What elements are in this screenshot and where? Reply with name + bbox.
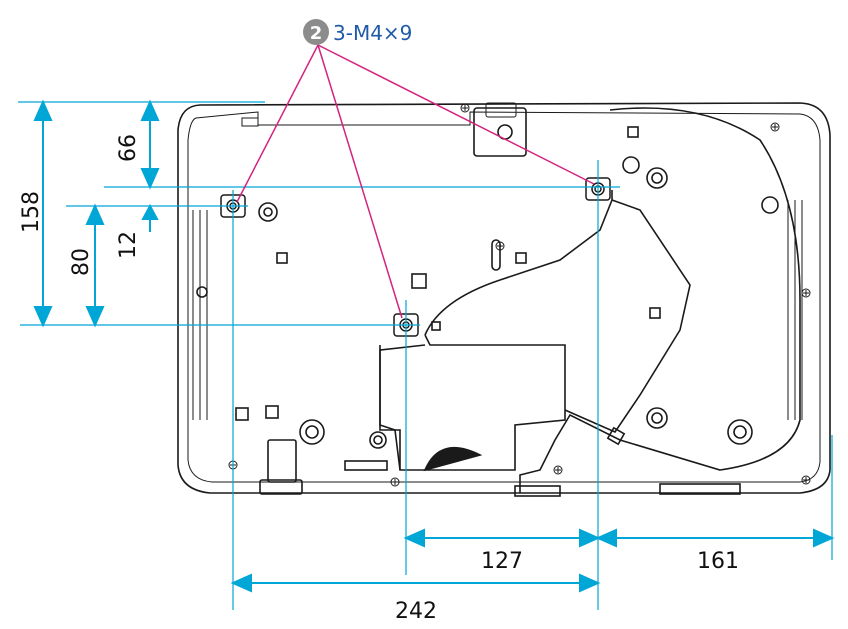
dimension-label-158: 158: [19, 191, 44, 233]
connector-block: [473, 107, 527, 157]
callout-number: 2: [310, 23, 323, 44]
rubber-pad: [369, 431, 387, 449]
rear-foot: [267, 439, 297, 483]
callout-leaders: [236, 44, 595, 319]
dimension-extension-lines: [18, 101, 833, 610]
dimension-label-80: 80: [69, 248, 94, 276]
housing-outline: [177, 102, 831, 494]
dimension-label-66: 66: [116, 134, 141, 162]
filter-cover: [379, 190, 613, 471]
rubber-pad: [727, 419, 753, 445]
dimension-arrows: [33, 99, 835, 593]
rubber-pad: [646, 167, 668, 189]
callout-label: 3-M4×9: [333, 21, 412, 45]
lamp-cover: [379, 345, 401, 470]
dimension-label-12: 12: [116, 231, 141, 259]
rubber-pad: [258, 202, 278, 222]
projector-body: [177, 102, 831, 497]
housing-inner-rim: [187, 111, 821, 483]
dimension-label-161: 161: [697, 549, 739, 574]
callout-number-circle: [303, 19, 329, 45]
dimension-label-242: 242: [395, 599, 437, 624]
lens-housing: [519, 107, 801, 493]
lens-path-arm: [564, 199, 691, 434]
rubber-pad: [646, 407, 668, 429]
dimension-label-127: 127: [481, 549, 523, 574]
callout-badge: 2 3-M4×9: [303, 19, 412, 45]
rubber-pad: [299, 419, 325, 445]
